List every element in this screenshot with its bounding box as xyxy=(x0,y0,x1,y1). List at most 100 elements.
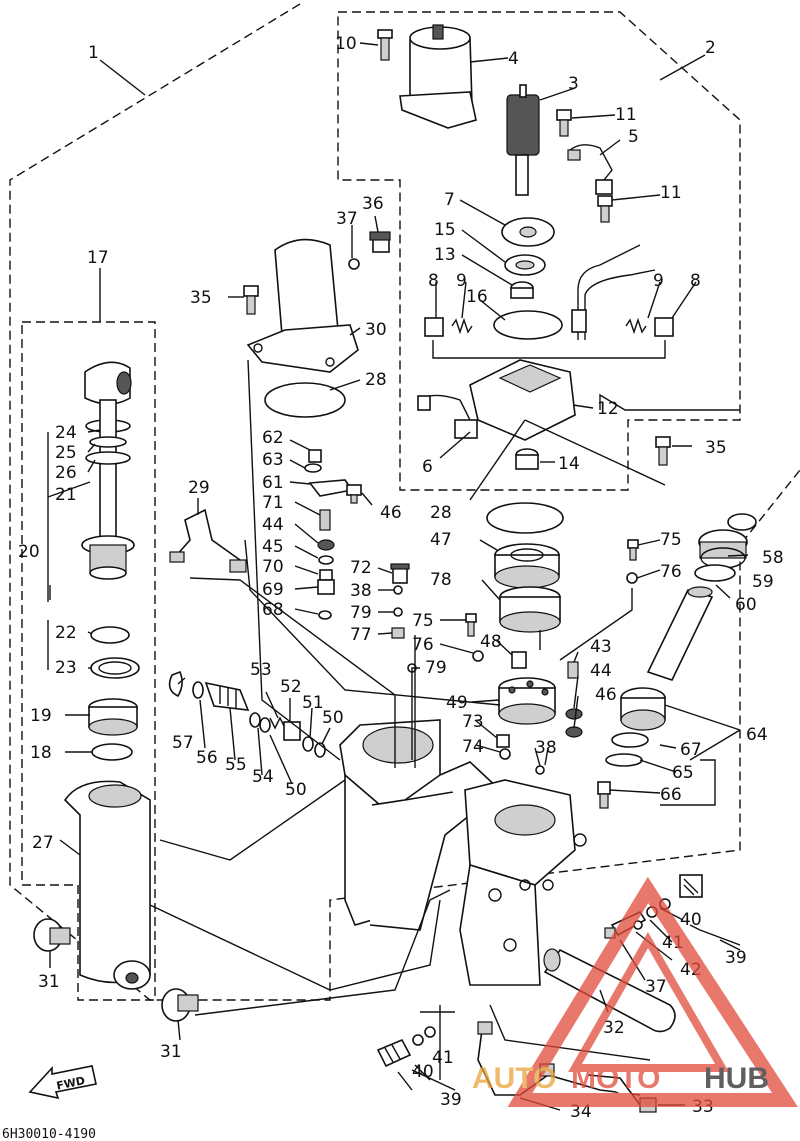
screw-66 xyxy=(597,781,611,809)
label-31b: 31 xyxy=(160,1042,182,1062)
plate-61 xyxy=(308,479,354,497)
label-35a: 35 xyxy=(190,288,212,308)
hose-32 xyxy=(543,948,676,1033)
brush-8b xyxy=(654,317,674,337)
o-ring-28a xyxy=(264,382,346,418)
tilt-cylinder xyxy=(63,780,151,990)
clip-57 xyxy=(168,670,183,698)
valve-52 xyxy=(283,721,301,741)
motor-yoke xyxy=(399,24,477,129)
label-8a: 8 xyxy=(428,271,439,291)
screw-75b xyxy=(627,539,639,561)
piston-67 xyxy=(620,687,666,731)
label-47: 47 xyxy=(430,530,452,550)
o-ring-50a xyxy=(259,717,271,733)
nut-76a xyxy=(472,650,484,662)
label-38b: 38 xyxy=(535,738,557,758)
label-68: 68 xyxy=(262,600,284,620)
fwd-label: FWD xyxy=(55,1074,86,1093)
label-38a: 38 xyxy=(350,581,372,601)
o-ring-68 xyxy=(318,610,332,620)
label-70: 70 xyxy=(262,557,284,577)
label-37a: 37 xyxy=(336,209,358,229)
label-6: 6 xyxy=(422,457,433,477)
gear-set-78 xyxy=(499,586,561,633)
collar-31b xyxy=(161,988,199,1022)
label-48: 48 xyxy=(480,632,502,652)
ball-79a xyxy=(393,607,403,617)
manual-valve-55 xyxy=(204,681,250,711)
cylinder-cap-19 xyxy=(88,698,138,736)
label-46b: 46 xyxy=(595,685,617,705)
label-17: 17 xyxy=(87,248,109,268)
screw-10 xyxy=(377,29,393,61)
label-50b: 50 xyxy=(285,780,307,800)
filter-48 xyxy=(511,651,527,669)
label-44b: 44 xyxy=(590,661,612,681)
leader-lines xyxy=(47,42,749,1111)
spring-53 xyxy=(269,716,286,730)
wire-harness-6 xyxy=(417,394,478,439)
o-ring-56 xyxy=(192,681,204,699)
assembly-1-outline xyxy=(9,3,800,1001)
label-75b: 75 xyxy=(660,530,682,550)
watermark-auto: AUTO xyxy=(472,1062,556,1095)
o-ring-65 xyxy=(605,753,643,767)
reservoir xyxy=(246,238,359,373)
o-ring-54 xyxy=(249,712,261,728)
label-74: 74 xyxy=(462,737,484,757)
seal-25 xyxy=(89,436,127,448)
pump-housing-47 xyxy=(494,543,560,589)
motor-lead-wire xyxy=(577,244,641,340)
plug-39b xyxy=(679,874,703,898)
label-49: 49 xyxy=(446,693,468,713)
nut-44a xyxy=(317,539,335,551)
label-9b: 9 xyxy=(653,271,664,291)
label-8b: 8 xyxy=(690,271,701,291)
label-28b: 28 xyxy=(430,503,452,523)
watermark-hub: HUB xyxy=(704,1062,769,1095)
label-29: 29 xyxy=(188,478,210,498)
motor-end-cover xyxy=(469,359,576,441)
o-ring-51 xyxy=(302,736,314,752)
label-16: 16 xyxy=(466,287,488,307)
o-ring-28b xyxy=(486,502,564,534)
screw-11b xyxy=(597,195,613,223)
label-2: 2 xyxy=(705,38,716,58)
watermark-triangle-icon xyxy=(507,876,798,1107)
label-61: 61 xyxy=(262,473,284,493)
label-23: 23 xyxy=(55,658,77,678)
collar-31a xyxy=(33,918,71,952)
label-9a: 9 xyxy=(456,271,467,291)
label-24: 24 xyxy=(55,423,77,443)
label-75a: 75 xyxy=(412,611,434,631)
label-78: 78 xyxy=(430,570,452,590)
label-53: 53 xyxy=(250,660,272,680)
label-54: 54 xyxy=(252,767,274,787)
label-56: 56 xyxy=(196,748,218,768)
piston-23 xyxy=(90,657,140,679)
spring-43 xyxy=(567,661,579,679)
label-26: 26 xyxy=(55,463,77,483)
label-73: 73 xyxy=(462,712,484,732)
label-58: 58 xyxy=(762,548,784,568)
screw-46a xyxy=(346,484,362,504)
assembly-17-outline xyxy=(21,321,156,1001)
label-43: 43 xyxy=(590,637,612,657)
label-27: 27 xyxy=(32,833,54,853)
label-31a: 31 xyxy=(38,972,60,992)
label-67: 67 xyxy=(680,740,702,760)
label-46a: 46 xyxy=(380,503,402,523)
label-57: 57 xyxy=(172,733,194,753)
label-50a: 50 xyxy=(322,708,344,728)
label-4: 4 xyxy=(508,49,519,69)
o-ring-26 xyxy=(85,451,131,465)
label-40b: 40 xyxy=(680,910,702,930)
label-11b: 11 xyxy=(660,183,682,203)
plug-72 xyxy=(390,563,410,584)
label-15: 15 xyxy=(434,220,456,240)
brush-plate xyxy=(501,217,555,247)
label-30: 30 xyxy=(365,320,387,340)
motor-lead-wire-2 xyxy=(584,269,656,340)
screw-11a xyxy=(556,109,572,137)
